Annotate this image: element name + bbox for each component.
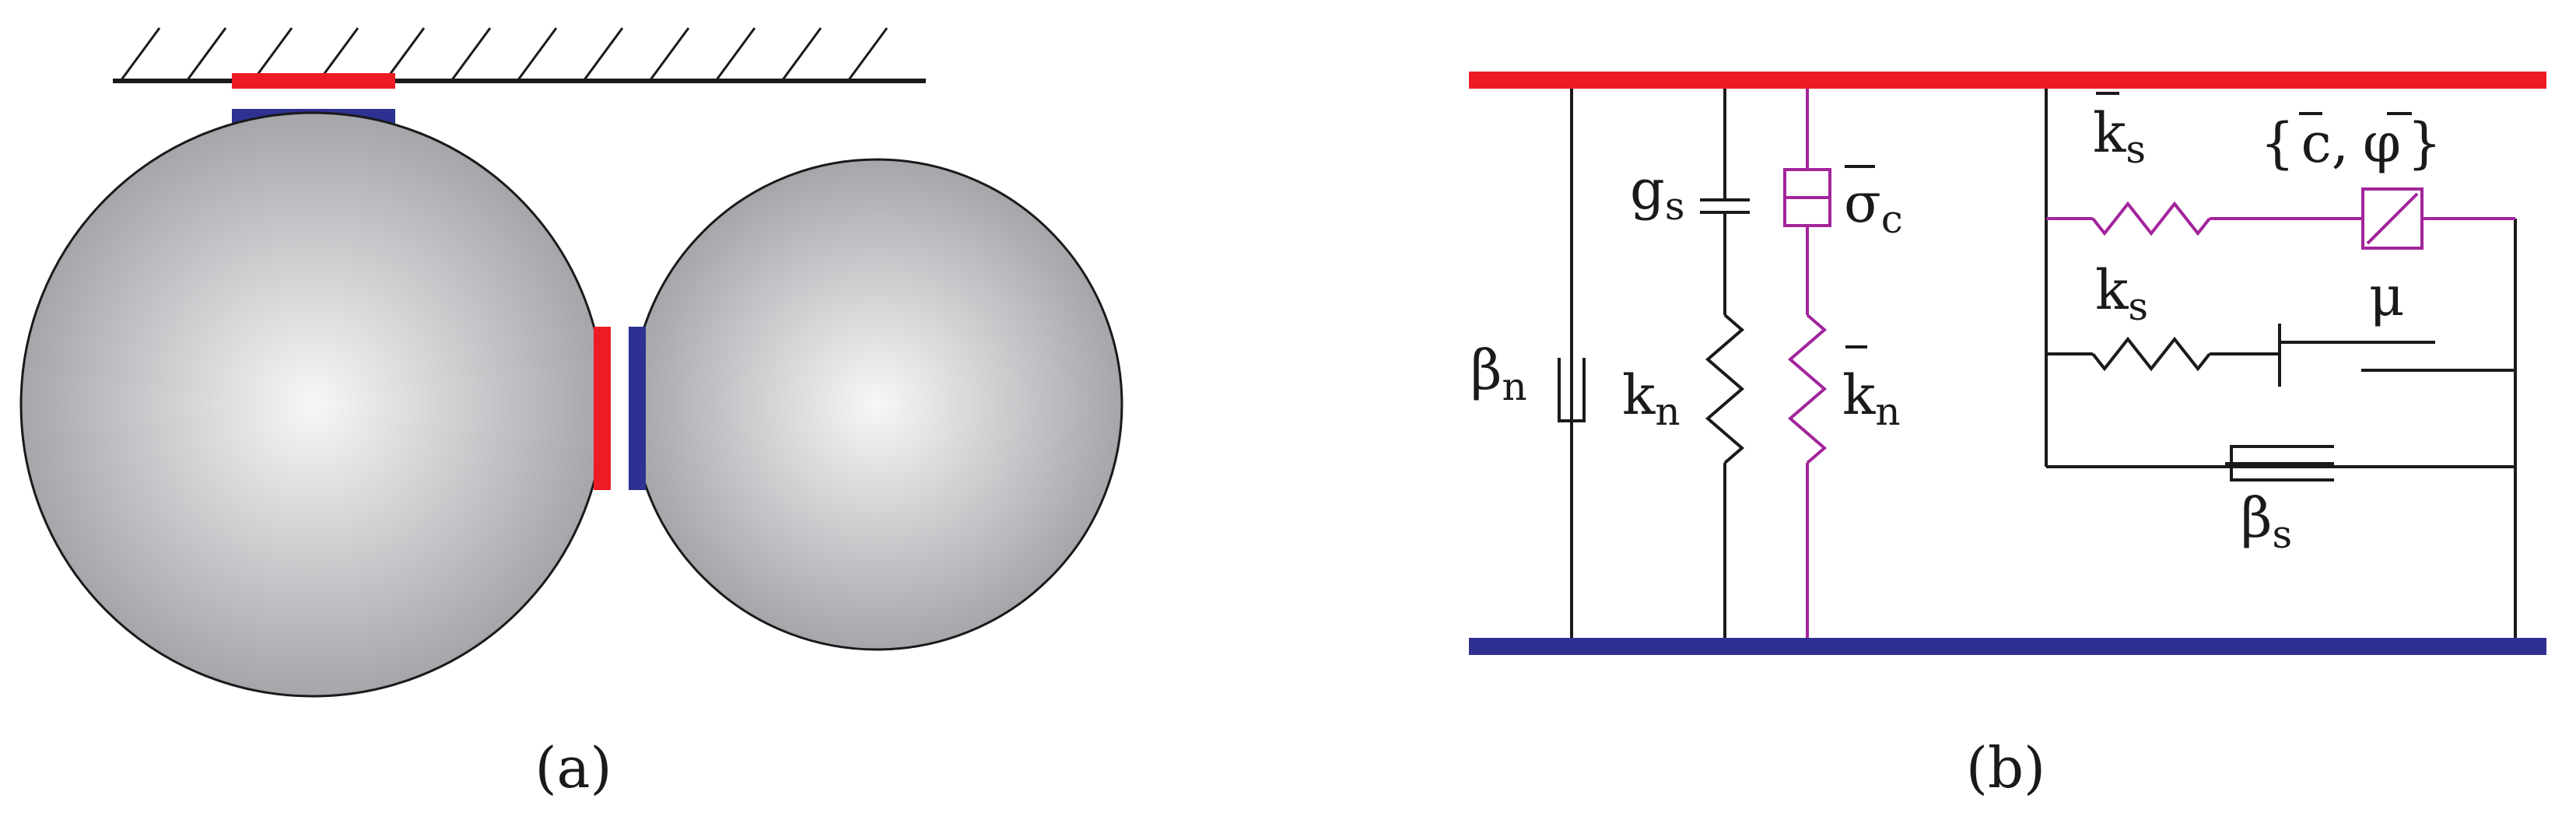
svg-text:gs: gs [1630, 158, 1684, 229]
k-s-label: ks [2095, 258, 2148, 329]
wall-hatching [119, 27, 888, 82]
ball-contact-red-plate [594, 327, 611, 490]
bottom-plate-blue [1469, 638, 2546, 655]
svg-text:kn: kn [1842, 363, 1901, 434]
svg-text:βs: βs [2241, 486, 2292, 557]
k-n-label: kn [1622, 363, 1681, 434]
g-s-label: gs [1630, 158, 1684, 229]
wall-contact-red-plate [232, 73, 395, 89]
bond-normal-branch [1783, 89, 1831, 638]
panel-b-caption: (b) [1966, 735, 2045, 800]
k-n-bar-label: kn [1842, 345, 1901, 434]
mu-label: μ [2369, 264, 2405, 328]
bond-shear-branch [2046, 187, 2515, 250]
ball-contact-blue-plate [629, 327, 646, 490]
beta-n-label: βn [1470, 338, 1527, 409]
cohesion-friction-bar-label: {c,φ} [2260, 111, 2442, 175]
svg-text:μ: μ [2369, 264, 2405, 328]
k-s-bar-label: ks [2093, 92, 2146, 172]
small-sphere [630, 158, 1123, 651]
panel-a-caption: (a) [534, 735, 612, 800]
panel-b: βn gs kn σc [1469, 72, 2546, 800]
panel-a: (a) [19, 27, 1123, 800]
svg-text:ks: ks [2093, 101, 2146, 172]
svg-text:σc: σc [1844, 171, 1903, 242]
fixed-wall [113, 27, 926, 83]
sigma-c-bar-label: σc [1844, 165, 1903, 242]
svg-text:{c,φ}: {c,φ} [2260, 111, 2442, 175]
svg-text:ks: ks [2095, 258, 2148, 329]
svg-text:kn: kn [1622, 363, 1681, 434]
large-sphere [19, 111, 606, 698]
shear-dashpot [2046, 445, 2515, 482]
beta-s-label: βs [2241, 486, 2292, 557]
svg-text:βn: βn [1470, 338, 1527, 409]
normal-dashpot [1558, 89, 1586, 638]
shear-spring-slider [2046, 324, 2515, 387]
top-plate-red [1469, 72, 2546, 89]
normal-gap-spring [1700, 89, 1750, 638]
shear-frame [2045, 89, 2517, 638]
